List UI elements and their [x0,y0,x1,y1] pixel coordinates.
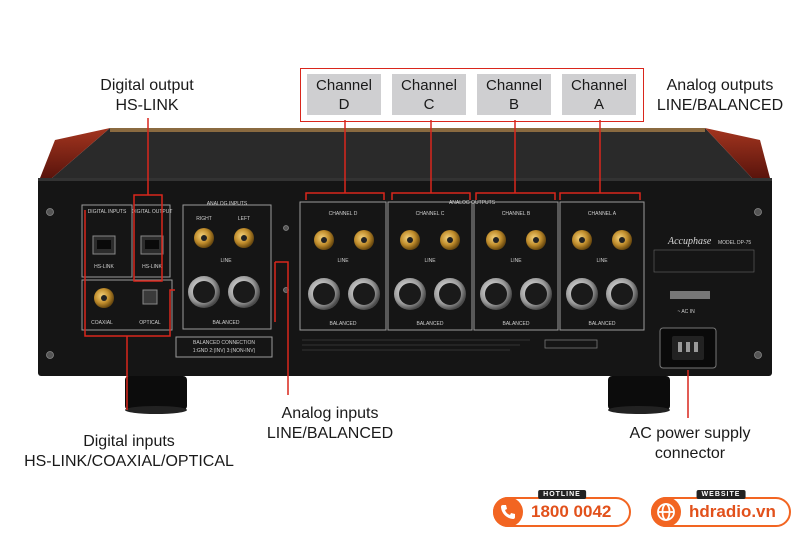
digital-output-label: Digital output HS-LINK [82,76,212,116]
foot-left [125,376,187,410]
panel-channel-a-text: CHANNEL A [588,211,617,217]
panel-left-text-in: LEFT [238,216,250,222]
panel-digital-inputs-text: DIGITAL INPUTS [88,209,127,215]
channel-a-line1: Channel [571,77,627,94]
panel-right-text-in: RIGHT [196,216,212,222]
ac-power-label: AC power supply connector [620,424,760,464]
panel-coaxial-text: COAXIAL [91,320,113,326]
channel-d-line2: D [338,96,350,113]
panel-line-text-in: LINE [220,258,232,264]
panel-balanced-text-d: BALANCED [330,321,357,327]
analog-outputs-label: Analog outputs LINE/BALANCED [652,76,788,116]
brand-logo-text: Accuphase [667,236,712,247]
channel-c-line1: Channel [401,77,457,94]
website-value: hdradio.vn [689,502,776,521]
hslink-input-port [92,235,116,255]
foot-right [608,376,670,410]
ac-power-label-line2: connector [654,445,726,462]
panel-balanced-text-in: BALANCED [213,320,240,326]
hotline-value: 1800 0042 [531,502,612,521]
analog-inputs-label: Analog inputs LINE/BALANCED [250,404,410,444]
channel-d-line1: Channel [316,77,372,94]
wood-side-right [705,128,770,178]
digital-inputs-label-line2: HS-LINK/COAXIAL/OPTICAL [24,453,234,470]
channel-c-line2: C [423,96,435,113]
channel-b-line1: Channel [486,77,542,94]
chassis [38,178,772,376]
panel-balanced-text-a: BALANCED [589,321,616,327]
panel-balanced-text-c: BALANCED [417,321,444,327]
panel-ac-in-text: ~ AC IN [677,309,695,315]
panel-balanced-text-b: BALANCED [503,321,530,327]
panel-channel-c-text: CHANNEL C [416,211,445,217]
panel-hslink-text-2: HS-LINK [142,264,162,270]
output-channel-d [308,230,380,310]
channel-a-line2: A [593,96,604,113]
analog-outputs-label-line2: LINE/BALANCED [656,97,784,114]
panel-line-text-c: LINE [424,258,436,264]
analog-inputs-label-line2: LINE/BALANCED [266,425,394,442]
ac-inlet [659,327,717,369]
globe-icon [651,497,681,527]
channel-b-line2: B [508,96,519,113]
hotline-badge[interactable]: HOTLINE 1800 0042 [493,490,631,527]
panel-balanced-pins-text: 1:GND 2:(INV) 3:(NON-INV) [193,348,256,354]
panel-balanced-connection-text: BALANCED CONNECTION [193,340,255,346]
digital-inputs-label: Digital inputs HS-LINK/COAXIAL/OPTICAL [18,432,240,472]
output-channel-b [480,230,552,310]
panel-line-text-b: LINE [510,258,522,264]
website-badge[interactable]: WEBSITE hdradio.vn [651,490,791,527]
output-channel-a [566,230,638,310]
panel-line-text-d: LINE [337,258,349,264]
analog-outputs-label-line1: Analog outputs [666,77,774,94]
panel-hslink-text-1: HS-LINK [94,264,114,270]
phone-icon [493,497,523,527]
panel-channel-d-text: CHANNEL D [329,211,358,217]
hotline-tag: HOTLINE [538,490,586,499]
digital-inputs-label-line1: Digital inputs [83,433,175,450]
model-text: MODEL DP-75 [718,240,751,246]
ac-power-label-line1: AC power supply [629,425,751,442]
panel-optical-text: OPTICAL [139,320,161,326]
hslink-output-port [140,235,164,255]
output-channel-c [394,230,466,310]
panel-channel-b-text: CHANNEL B [502,211,531,217]
digital-output-label-line1: Digital output [100,77,194,94]
digital-output-label-line2: HS-LINK [115,97,179,114]
channel-header-frame [300,68,644,122]
panel-line-text-a: LINE [596,258,608,264]
panel-analog-outputs-text: ANALOG OUTPUTS [449,200,496,206]
panel-analog-inputs-text: ANALOG INPUTS [207,201,248,207]
panel-digital-output-text: DIGITAL OUTPUT [132,209,173,215]
wood-side-left [40,128,110,178]
website-tag: WEBSITE [696,490,746,499]
optical-port [142,289,158,305]
analog-inputs-label-line1: Analog inputs [281,405,379,422]
top-cover [52,128,752,178]
